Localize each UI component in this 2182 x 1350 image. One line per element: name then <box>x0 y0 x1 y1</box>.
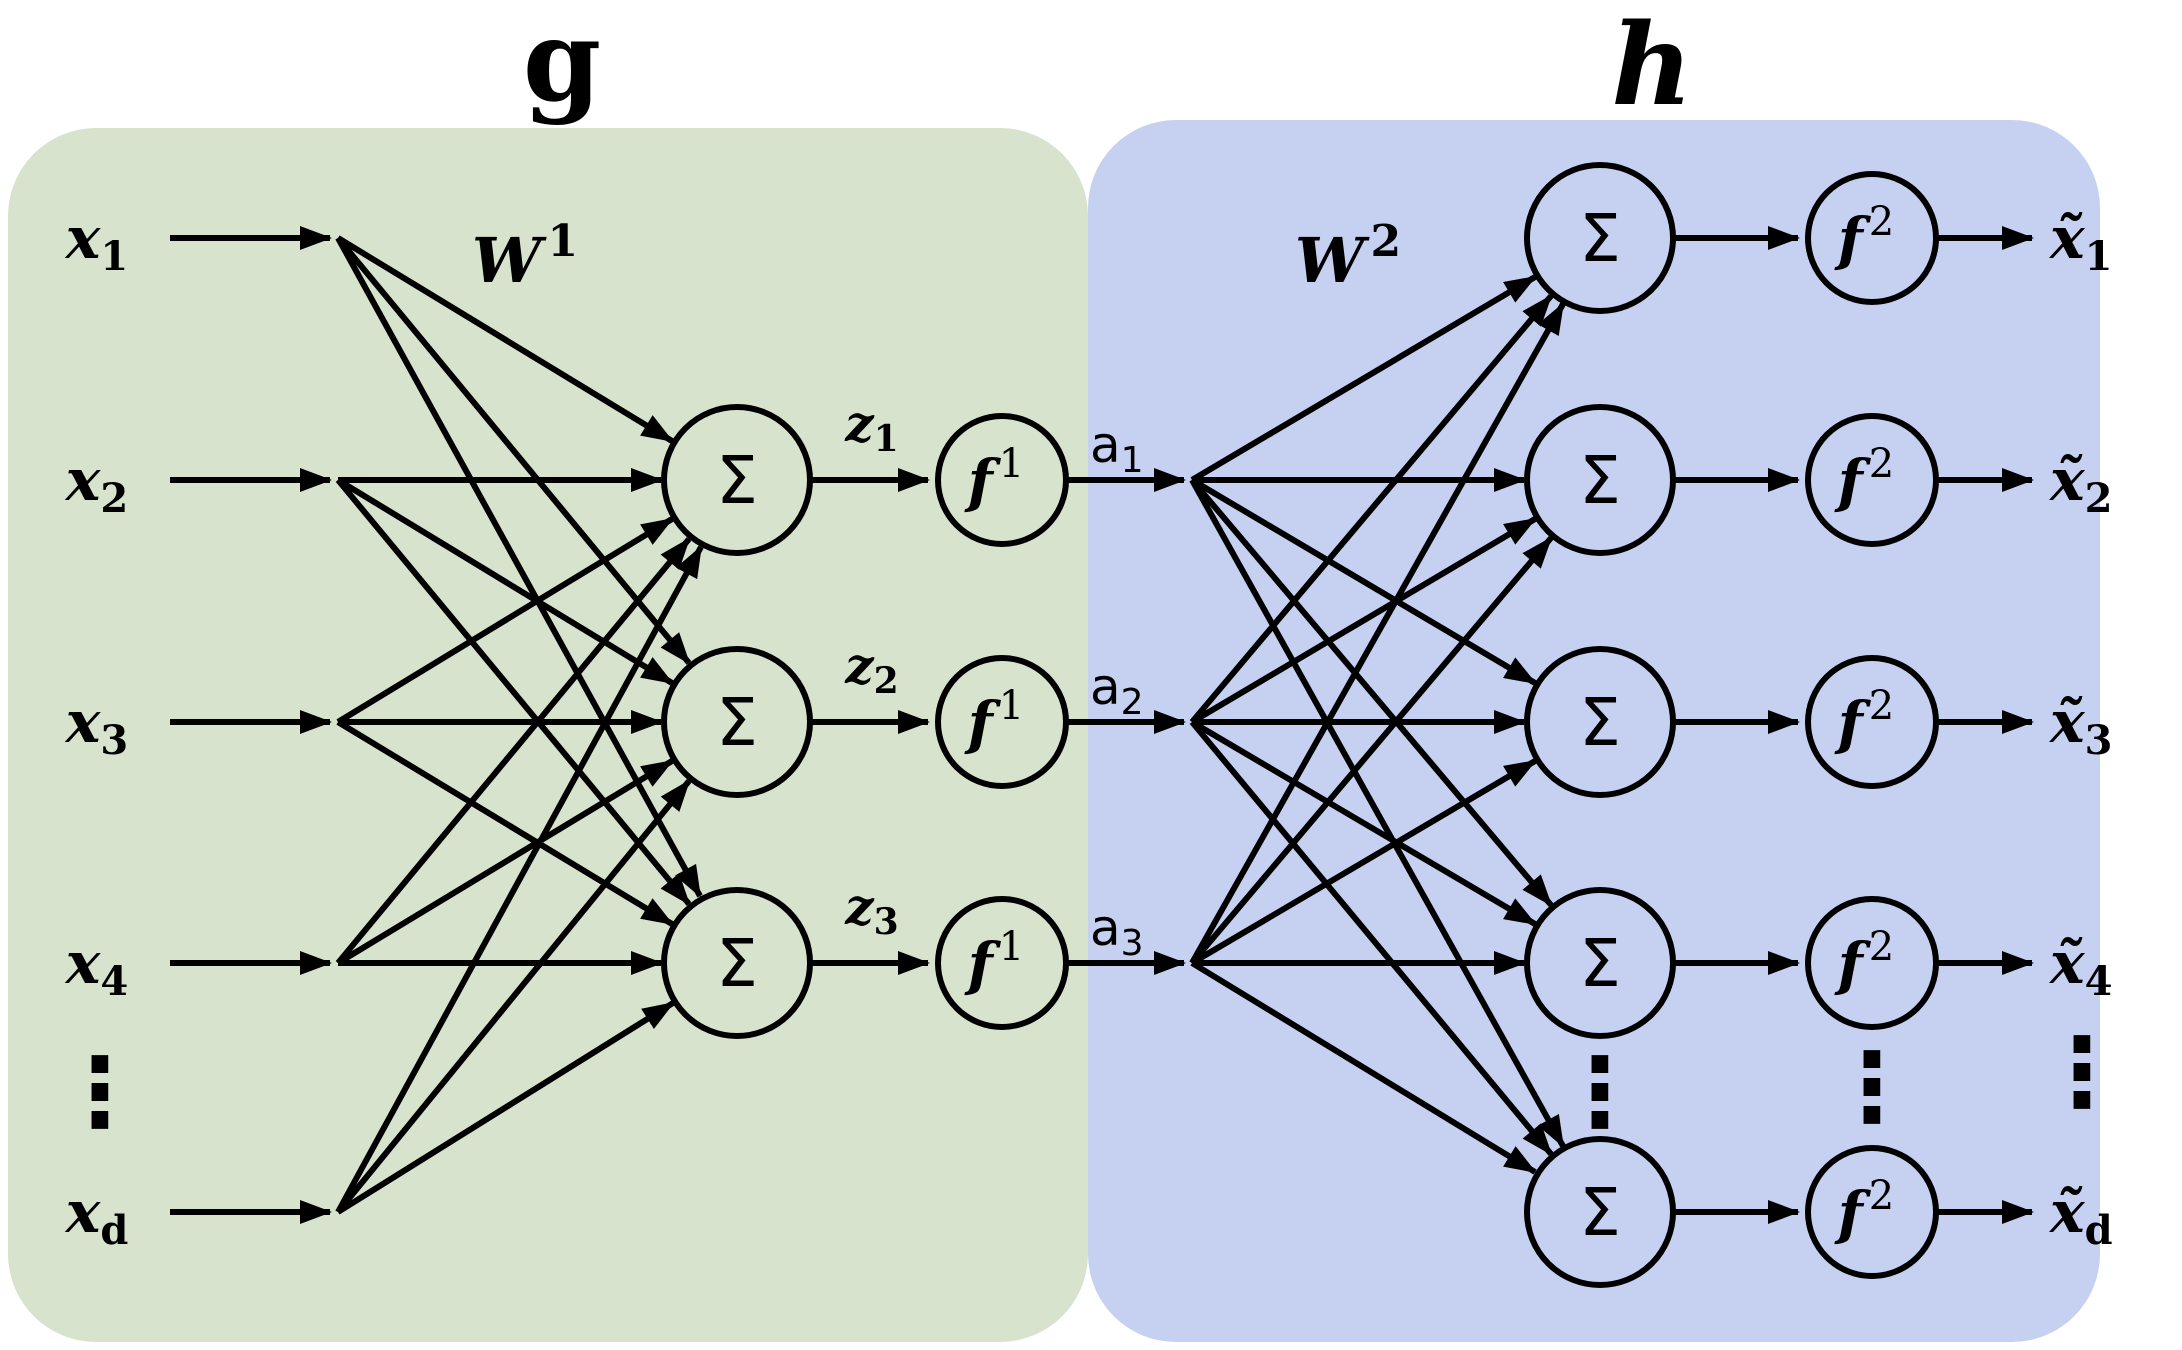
encoder-weight-connections <box>335 235 704 1215</box>
encoder-activation-output-arrows <box>1066 468 1186 975</box>
decoder-output-arrows <box>1938 226 2034 1224</box>
decoder-sum-symbol-3: Σ <box>1579 684 1621 761</box>
input-label-x4: x4 <box>64 929 128 1005</box>
encoder-activation-node-1 <box>935 413 1069 547</box>
decoder-activation-node-3 <box>1805 655 1939 789</box>
output-ellipsis: ⋮ <box>2035 1018 2130 1128</box>
decoder-sum-to-activation-arrows <box>1675 226 1800 1224</box>
decoder-sum-node-5 <box>1524 1136 1676 1288</box>
output-label-x4: x̃4 <box>2048 929 2112 1005</box>
decoder-sum-symbol-4: Σ <box>1579 925 1621 1002</box>
input-ellipsis: ⋮ <box>53 1038 148 1148</box>
encoder-sum-symbol-2: Σ <box>716 684 758 761</box>
encoder-activation-node-3 <box>935 896 1069 1030</box>
encoder-sum-node-2 <box>661 646 813 798</box>
decoder-activation-node-1 <box>1805 171 1939 305</box>
input-label-xd: xd <box>64 1178 129 1254</box>
decoder-title: h <box>1611 0 1692 131</box>
decoder-activation-node-5 <box>1805 1145 1939 1279</box>
encoder-sum-node-3 <box>661 887 813 1039</box>
decoder-sum-symbol-2: Σ <box>1579 442 1621 519</box>
input-label-x1: x1 <box>64 204 128 280</box>
decoder-sum-node-2 <box>1524 404 1676 556</box>
z-label-1: z1 <box>844 394 898 460</box>
decoder-sum-node-4 <box>1524 887 1676 1039</box>
z-label-2: z2 <box>844 636 898 702</box>
decoder-sum-node-1 <box>1524 162 1676 314</box>
a-label-1: a1 <box>1090 416 1144 481</box>
encoder-title: g <box>523 0 601 127</box>
decoder-weight-connections <box>1189 274 1566 1175</box>
decoder-activation-ellipsis: ⋮ <box>1825 1033 1920 1143</box>
output-label-x3: x̃3 <box>2048 688 2112 764</box>
a-label-3: a3 <box>1090 899 1144 964</box>
output-label-x2: x̃2 <box>2048 446 2112 522</box>
decoder-sum-node-3 <box>1524 646 1676 798</box>
encoder-sum-node-1 <box>661 404 813 556</box>
encoder-activation-node-2 <box>935 655 1069 789</box>
decoder-sum-symbol-1: Σ <box>1579 200 1621 277</box>
encoder-sum-to-activation-arrows <box>812 468 930 975</box>
encoder-sum-symbol-1: Σ <box>716 442 758 519</box>
input-label-x2: x2 <box>64 446 128 522</box>
decoder-sum-ellipsis: ⋮ <box>1553 1038 1648 1148</box>
encoder-input-arrows <box>170 226 332 1224</box>
a-label-2: a2 <box>1090 658 1144 723</box>
encoder-sum-symbol-3: Σ <box>716 925 758 1002</box>
decoder-activation-node-2 <box>1805 413 1939 547</box>
output-label-x1: x̃1 <box>2048 204 2112 280</box>
decoder-sum-symbol-5: Σ <box>1579 1174 1621 1251</box>
decoder-activation-node-4 <box>1805 896 1939 1030</box>
input-label-x3: x3 <box>64 688 128 764</box>
z-label-3: z3 <box>844 877 898 943</box>
output-label-xd: x̃d <box>2048 1178 2113 1254</box>
